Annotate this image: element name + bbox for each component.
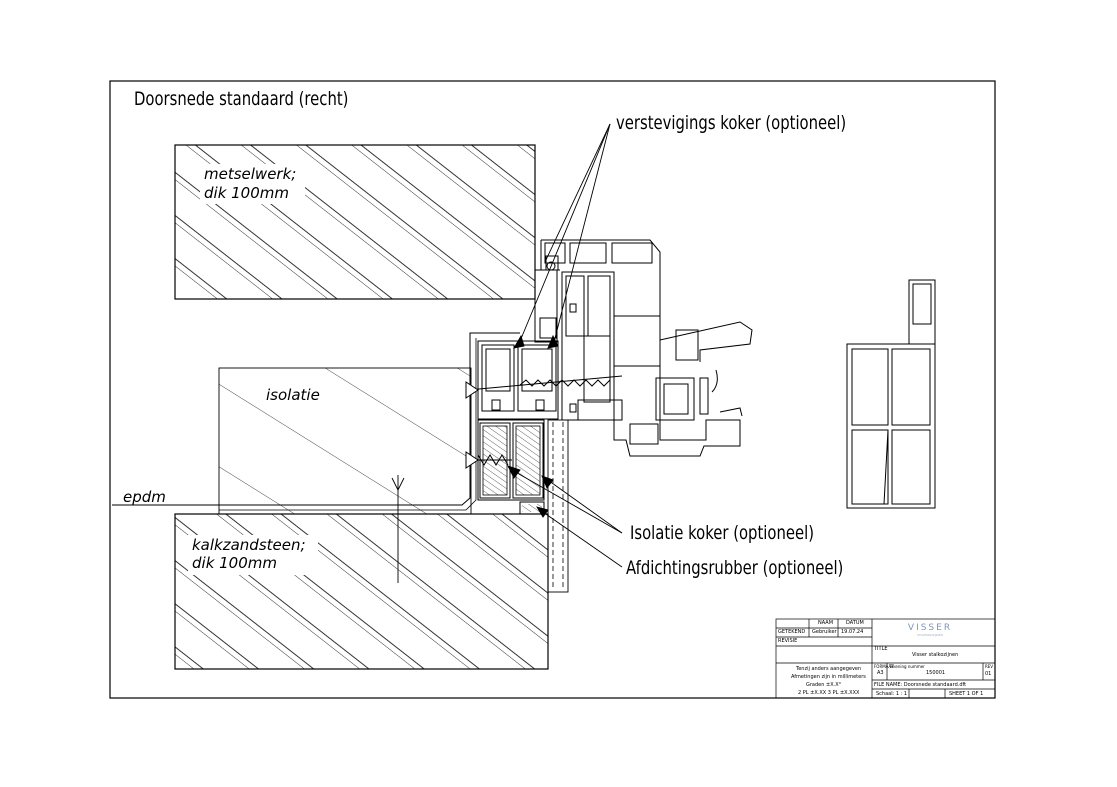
masonry-bottom-label-2: dik 100mm xyxy=(192,554,277,572)
tb-rev-value: 01 xyxy=(985,671,992,677)
tb-scale: Schaal: 1 : 1 xyxy=(876,691,908,697)
callout-insulation-box: Isolatie koker (optioneel) xyxy=(630,522,814,544)
title-block xyxy=(775,618,996,699)
tb-size-label: FORMAAT xyxy=(874,664,894,669)
tb-drawing-number-label: Tekening nummer xyxy=(889,664,925,669)
tb-sheet: SHEET 1 OF 1 xyxy=(949,691,984,697)
window-profile xyxy=(540,239,753,457)
tb-tolerance-2: Afmetingen zijn in millimeters xyxy=(791,674,866,680)
tb-size-value: A3 xyxy=(877,670,884,676)
epdm-label: epdm xyxy=(123,488,166,506)
tb-tolerance-4: 2 PL ±X.XX 3 PL ±X.XXX xyxy=(798,690,860,696)
masonry-bottom-label-1: kalkzandsteen; xyxy=(192,536,306,554)
tb-drawing-number: 150001 xyxy=(926,670,946,676)
callout-leaders xyxy=(507,123,623,568)
visser-logo: VISSER xyxy=(907,623,953,633)
glass-strip xyxy=(547,419,569,593)
tb-col-name: NAAM xyxy=(818,620,834,626)
tb-file-name: FILE NAME: Doorsnede standaard.dft xyxy=(874,682,967,688)
masonry-top-label-2: dik 100mm xyxy=(204,184,289,202)
tb-title-label: TITLE xyxy=(874,646,888,652)
tb-drawn-by: Gebruiker xyxy=(812,629,837,635)
tb-drawn-label: GETEKEND xyxy=(778,629,806,635)
tb-title-value: Visser stalkozijnen xyxy=(912,652,959,658)
tb-rev-label: REV xyxy=(985,664,994,669)
side-profile xyxy=(846,279,936,509)
epdm-membrane xyxy=(112,332,520,506)
tb-col-date: DATUM xyxy=(846,620,864,626)
tb-drawn-date: 19.07.24 xyxy=(841,629,864,635)
drawing-title: Doorsnede standaard (recht) xyxy=(134,88,349,110)
tb-tolerance-1: Tenzij anders aangegeven xyxy=(796,666,862,672)
masonry-top-label-1: metselwerk; xyxy=(204,165,297,183)
callout-reinforcement: verstevigings koker (optioneel) xyxy=(616,112,847,134)
sheet-border xyxy=(109,80,996,699)
tb-revision-label: REVISIE xyxy=(778,638,798,644)
visser-logo-sub: STALENKOZIJNEN xyxy=(917,633,943,637)
insulation-label: isolatie xyxy=(266,386,320,404)
screws xyxy=(465,375,623,469)
insulation-block xyxy=(218,367,472,515)
tb-tolerance-3: Graden ±X.X° xyxy=(806,682,842,688)
callout-seal: Afdichtingsrubber (optioneel) xyxy=(626,557,844,579)
